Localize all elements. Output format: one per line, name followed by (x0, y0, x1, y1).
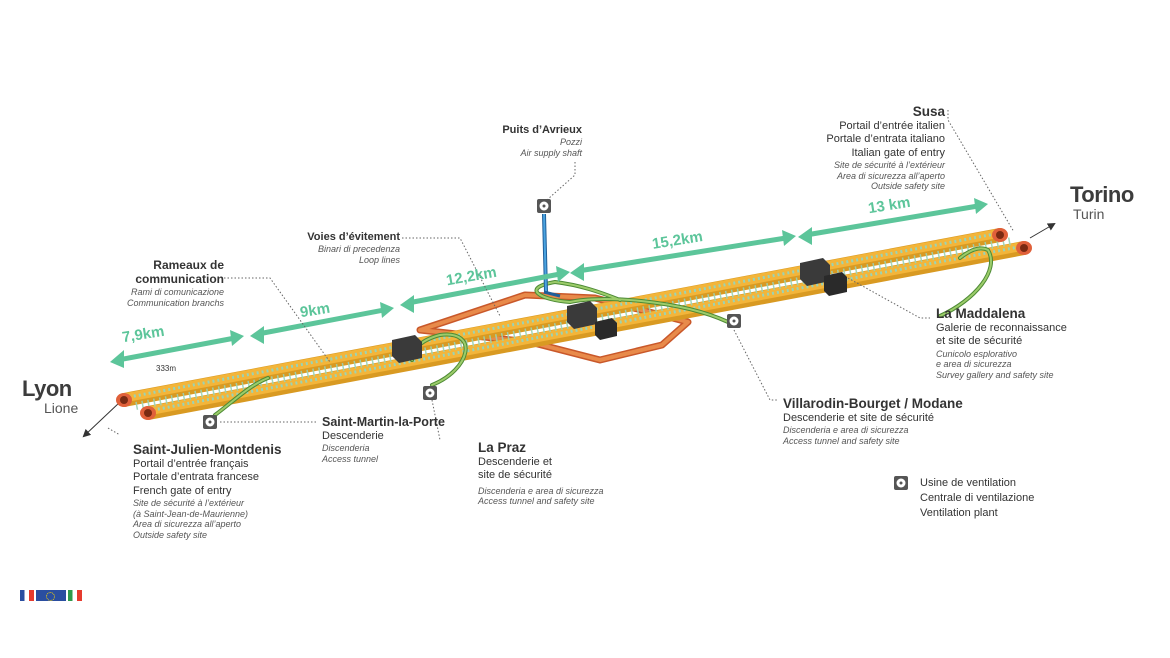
site-saint-julien-montdenis: Saint-Julien-Montdenis Portail d’entrée … (133, 442, 282, 541)
site-italic: Loop lines (358, 254, 400, 265)
site-title: Puits d’Avrieux (502, 124, 582, 136)
site-italic: Area di sicurezza all’aperto (836, 170, 945, 181)
gauge-label: 333m (156, 364, 177, 373)
site-title: Saint-Julien-Montdenis (133, 442, 282, 457)
distance-arrows (110, 198, 988, 368)
site-line: Descenderie et site de sécurité (783, 412, 935, 425)
italy-flag (68, 590, 82, 601)
ventilation-fan-icon (423, 386, 437, 400)
lyon-alt: Lione (44, 400, 79, 417)
site-italic: Communication branchs (126, 297, 224, 308)
tunnel-tube-south (141, 241, 1031, 420)
site-line: site de sécurité (478, 469, 552, 482)
site-italic: Access tunnel and safety site (783, 436, 900, 447)
torino-name: Torino (1070, 182, 1134, 207)
site-line: Descenderie (322, 430, 384, 442)
site-title: Saint-Martin-la-Porte (322, 415, 445, 429)
site-italic: Site de sécurité à l’extérieur (833, 159, 945, 170)
site-italic: Site de sécurité à l’extérieur (133, 497, 245, 508)
site-title: Villarodin-Bourget / Modane (783, 396, 963, 411)
ventilation-fan-icon (203, 415, 217, 429)
site-title: communication (135, 272, 224, 287)
eu-flag (36, 590, 66, 601)
legend-line: Ventilation plant (920, 507, 998, 520)
torino-direction-arrow (1029, 222, 1056, 239)
site-line: Portale d’entrata francese (133, 471, 259, 484)
endpoint-torino: Torino Turin (1070, 182, 1134, 223)
site-line: French gate of entry (133, 484, 232, 497)
site-susa: Susa Portail d’entrée italien Portale d’… (805, 104, 945, 192)
legend: Usine de ventilation Centrale di ventila… (920, 477, 1034, 521)
torino-alt: Turin (1073, 206, 1105, 223)
site-italic: Discenderia e area di sicurezza (478, 485, 604, 496)
endpoint-lyon: Lyon Lione (22, 376, 78, 417)
safety-site-boxes (392, 258, 847, 363)
site-line: Italian gate of entry (851, 146, 945, 159)
site-italic: Survey gallery and safety site (936, 370, 1054, 381)
site-puits-d-avrieux: Puits d’Avrieux Pozzi Air supply shaft (470, 124, 582, 159)
france-flag (20, 590, 34, 601)
site-la-praz: La Praz Descenderie et site de sécurité … (478, 440, 604, 507)
site-title: La Maddalena (936, 306, 1026, 321)
site-rameaux-de-communication: Rameaux de communication Rami di comunic… (120, 258, 224, 308)
lyon-direction-arrow (82, 401, 121, 438)
site-line: Galerie de reconnaissance (936, 322, 1067, 335)
site-italic: Discenderia e area di sicurezza (783, 425, 909, 436)
ventilation-fan-icon (727, 314, 741, 328)
site-italic: Area di sicurezza all’aperto (133, 519, 242, 530)
site-italic: Outside safety site (133, 530, 208, 541)
site-italic: Rami di comunicazione (130, 286, 224, 297)
site-italic: Access tunnel (322, 453, 379, 464)
site-line: Portail d’entrée italien (839, 120, 945, 133)
site-title: Voies d’évitement (307, 231, 400, 243)
eu-stars-icon (46, 592, 55, 601)
site-italic: (à Saint-Jean-de-Maurienne) (133, 508, 249, 519)
site-line: Portail d’entrée français (133, 458, 249, 471)
portal-lyon (116, 393, 156, 420)
ventilation-fan-icon (537, 199, 551, 213)
site-italic: Access tunnel and safety site (478, 496, 595, 507)
site-italic: Binari di precedenza (317, 244, 400, 255)
site-italic: Outside safety site (870, 181, 945, 192)
site-line: et site de sécurité (936, 335, 1023, 348)
site-title: La Praz (478, 440, 527, 455)
site-italic: Pozzi (559, 137, 582, 148)
site-title: Susa (912, 104, 945, 119)
site-voies-d-evitement: Voies d’évitement Binari di precedenza L… (270, 231, 400, 266)
site-italic: Discenderia (322, 443, 370, 454)
tunnel-tube-north (117, 228, 1007, 407)
portal-susa (992, 228, 1032, 255)
lyon-name: Lyon (22, 376, 72, 401)
legend-line: Centrale di ventilazione (920, 492, 1035, 505)
site-italic: Air supply shaft (520, 147, 582, 158)
site-line: Portale d’entrata italiano (826, 133, 945, 146)
site-title: Rameaux de (153, 258, 224, 272)
site-la-maddalena: La Maddalena Galerie de reconnaissance e… (936, 306, 1067, 381)
site-italic: Cunicolo esplorativo (936, 348, 1018, 359)
site-italic: e area di sicurezza (936, 359, 1012, 370)
legend-line: Usine de ventilation (920, 477, 1017, 489)
leader-lines (107, 110, 1015, 441)
site-saint-martin-la-porte: Saint-Martin-la-Porte Descenderie Discen… (322, 415, 445, 465)
site-line: Descenderie et (478, 456, 552, 469)
ventilation-fan-icon (894, 476, 908, 490)
site-villarodin-bourget-modane: Villarodin-Bourget / Modane Descenderie … (783, 396, 963, 447)
